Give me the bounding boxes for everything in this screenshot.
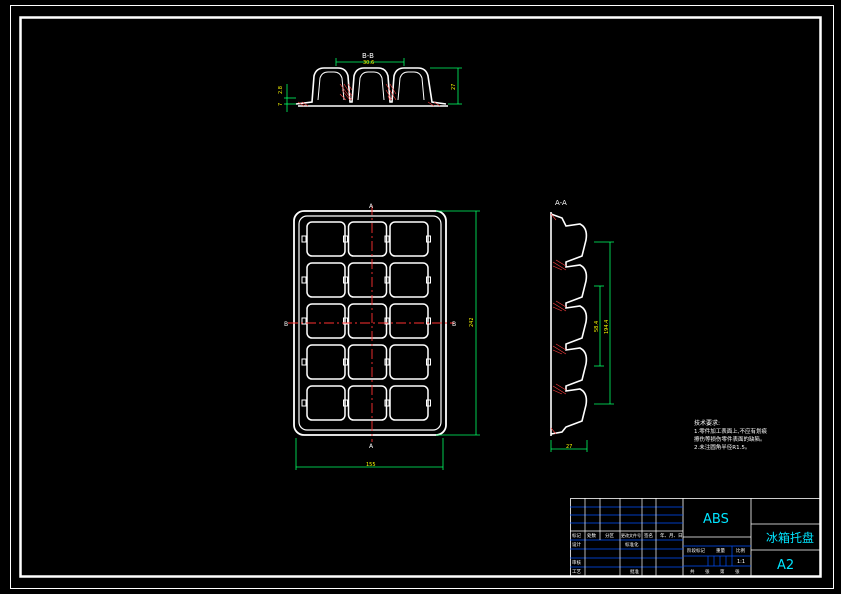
cell-connector — [426, 317, 431, 325]
tray-cell — [306, 221, 346, 257]
tray-cell — [389, 385, 429, 421]
tb-col-mark: 标记 — [572, 532, 581, 539]
cell-connector — [426, 235, 431, 243]
tb-sheets-of: 张 — [705, 568, 710, 575]
tray-cell — [389, 262, 429, 298]
tb-col-sign: 签名 — [644, 532, 653, 539]
tray-cell — [389, 221, 429, 257]
dim-top-small-1: 2.8 — [278, 86, 284, 94]
dim-plan-height: 242 — [469, 317, 475, 327]
cell-connector — [384, 399, 390, 407]
cell-connector — [343, 317, 348, 325]
tb-stage: 阶段标记 — [687, 547, 705, 554]
section-bb-dims — [284, 58, 462, 112]
plan-view-dims — [295, 210, 480, 470]
tb-weight: 重量 — [716, 547, 725, 554]
cell-connector — [343, 235, 348, 243]
cell-connector — [301, 276, 307, 284]
cell-connector — [426, 358, 431, 366]
section-bb-hatch — [297, 83, 441, 107]
tb-col-zone: 分区 — [605, 532, 614, 539]
tb-part-name: 冰箱托盘 — [766, 530, 814, 545]
section-bb-label: B-B — [362, 52, 374, 60]
tray-cell — [306, 385, 346, 421]
tray-cell — [347, 344, 388, 380]
tray-cell — [389, 303, 429, 339]
cell-connector — [384, 317, 390, 325]
tb-scale: 比例 — [736, 547, 745, 554]
cell-connector — [426, 276, 431, 284]
cell-connector — [343, 358, 348, 366]
tb-row-approve: 批准 — [630, 568, 639, 575]
cell-connector — [384, 358, 390, 366]
plan-view-centerlines — [288, 205, 454, 442]
notes-title: 技术要求: — [694, 419, 720, 427]
technical-notes: 技术要求: 1.零件加工表面上,不应有划痕 擦伤等损伤零件表面的缺陷。 2.未注… — [694, 419, 767, 451]
dim-side-inner-1: 58.4 — [594, 321, 600, 332]
tray-cell — [347, 221, 388, 257]
section-aa-view — [550, 212, 588, 436]
notes-line-3: 2.未注圆角半径R1.5。 — [694, 443, 750, 451]
cell-connector — [301, 358, 307, 366]
notes-line-1: 1.零件加工表面上,不应有划痕 — [694, 427, 767, 435]
cut-a-bottom: A — [369, 443, 374, 450]
tb-row-review: 审核 — [572, 559, 581, 566]
dim-top-height: 27 — [451, 84, 457, 90]
dim-plan-width: 155 — [366, 462, 376, 468]
cell-connector — [343, 399, 348, 407]
cell-connector — [301, 235, 307, 243]
tb-col-date: 年、月、日 — [660, 532, 683, 539]
tb-col-change: 更改文件号 — [621, 532, 641, 538]
cell-connector — [426, 399, 431, 407]
tb-scale-value: 1:1 — [737, 559, 745, 565]
cell-connector — [384, 276, 390, 284]
cell-connector — [301, 399, 307, 407]
dim-top-small-2: 7 — [278, 103, 284, 106]
cell-connector — [301, 317, 307, 325]
tb-col-count: 处数 — [587, 532, 596, 539]
sheet-border — [10, 5, 834, 589]
tray-cell — [347, 385, 388, 421]
dim-side-depth: 27 — [566, 444, 572, 450]
tray-cell — [347, 262, 388, 298]
cut-b-right: B — [452, 321, 456, 328]
cut-a-top: A — [369, 203, 374, 210]
tb-material: ABS — [703, 512, 729, 527]
tb-sheets-total: 共 — [690, 568, 695, 575]
cell-connector — [384, 235, 390, 243]
tb-sheet-no: 第 — [720, 568, 725, 575]
tray-cell — [306, 344, 346, 380]
tb-row-design: 设计 — [572, 541, 581, 548]
dim-side-inner-2: 194.4 — [604, 320, 610, 334]
section-aa-hatch — [550, 213, 567, 435]
title-block: 标记 处数 分区 更改文件号 签名 年、月、日 设计 标准化 审核 工艺 批准 … — [570, 498, 821, 577]
tray-cell — [306, 303, 346, 339]
section-bb-view — [295, 67, 448, 107]
dim-top-width: 30.6 — [363, 60, 374, 66]
tb-row-craft: 工艺 — [572, 569, 581, 575]
tray-cell — [389, 344, 429, 380]
tb-sheet-no2: 张 — [735, 568, 740, 575]
plan-view-cells — [301, 221, 431, 421]
section-aa-dims — [550, 241, 614, 452]
cell-connector — [343, 276, 348, 284]
tray-cell — [306, 262, 346, 298]
notes-line-2: 擦伤等损伤零件表面的缺陷。 — [694, 435, 766, 443]
tb-row-std: 标准化 — [625, 541, 639, 548]
section-aa-label: A-A — [555, 199, 567, 207]
tb-sheet-size: A2 — [777, 558, 794, 573]
cut-b-left: B — [284, 321, 288, 328]
tray-cell — [347, 303, 388, 339]
